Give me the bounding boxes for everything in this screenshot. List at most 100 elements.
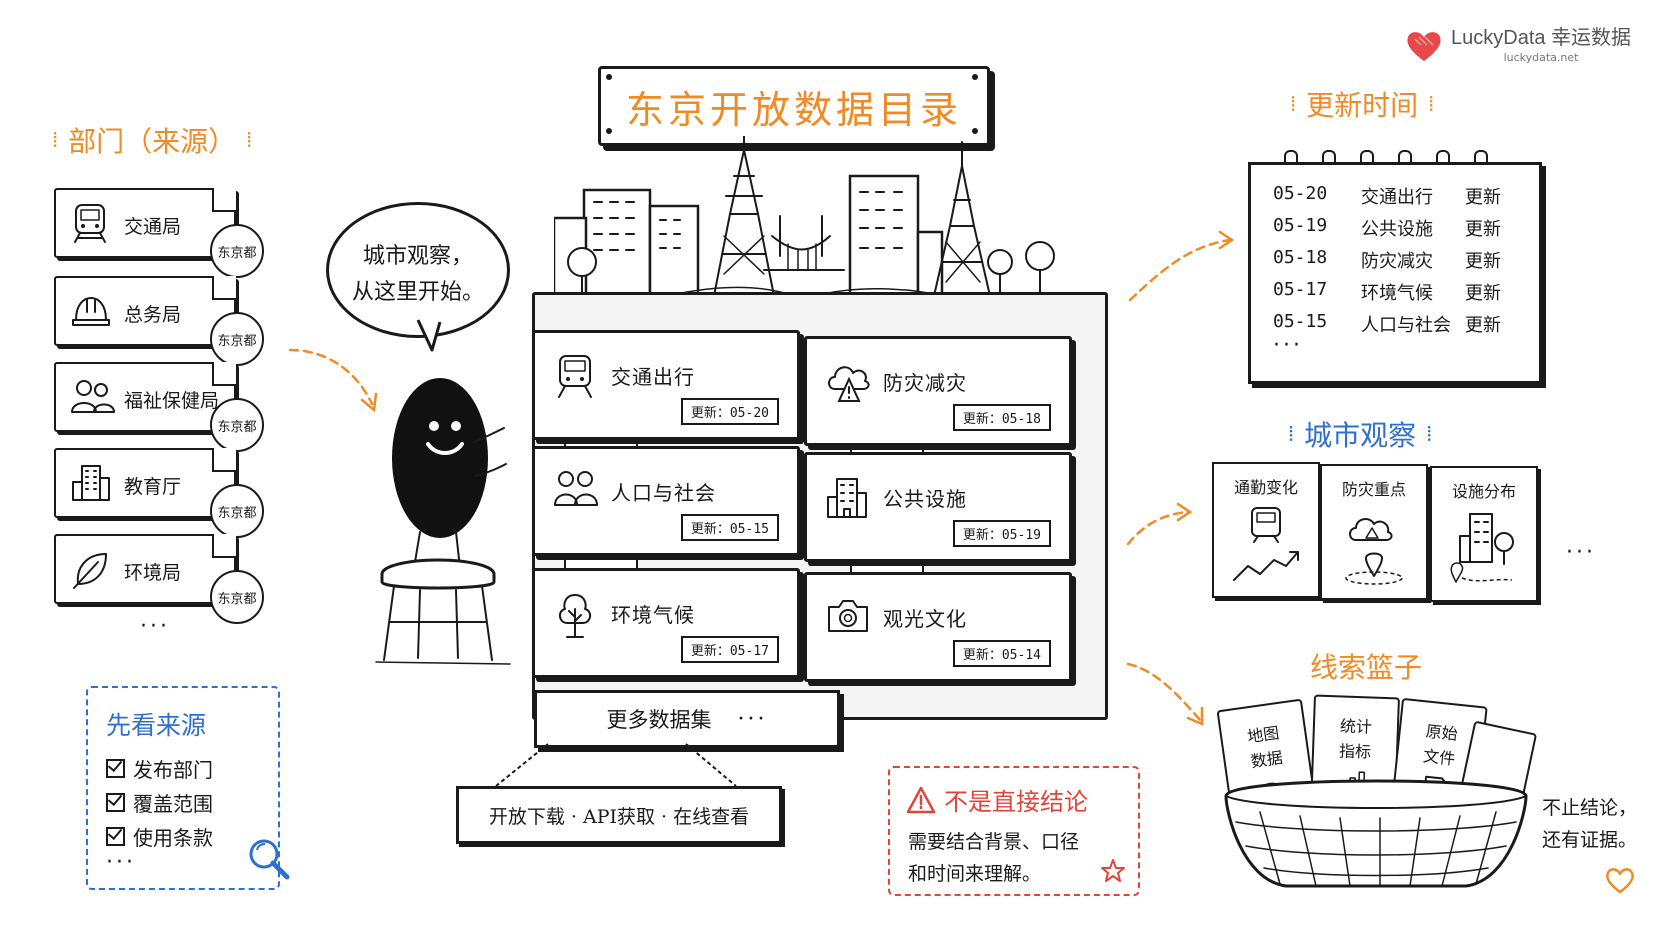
drawer-update: 更新：05-14 bbox=[952, 640, 1051, 667]
checklist-heading: 先看来源 bbox=[106, 711, 207, 740]
magnifier-icon bbox=[249, 839, 290, 880]
drawer-name: 人口与社会 bbox=[611, 481, 716, 505]
brand-logo: LuckyData 幸运数据 luckydata.net bbox=[1405, 28, 1631, 64]
city-skyline bbox=[554, 136, 1055, 304]
more-datasets-button[interactable]: 更多数据集 ··· bbox=[534, 690, 840, 748]
heart-logo-icon bbox=[1407, 32, 1441, 61]
spark-icon: ⁞ bbox=[246, 128, 253, 153]
drawer-name: 交通出行 bbox=[611, 365, 695, 389]
checklist-item[interactable]: 发布部门 bbox=[106, 754, 213, 783]
dept-card-environment[interactable]: 环境局 东京都 bbox=[54, 534, 264, 624]
leaf-icon bbox=[73, 553, 107, 589]
drawer-name: 防灾减灾 bbox=[883, 371, 967, 395]
nail-icon bbox=[972, 74, 978, 80]
drawer-name: 环境气候 bbox=[611, 603, 695, 627]
bubble-line: 从这里开始。 bbox=[351, 280, 484, 305]
dept-card-transport[interactable]: 交通局 东京都 bbox=[54, 188, 264, 278]
update-row[interactable]: 05-19 公共设施 更新 bbox=[1273, 215, 1501, 240]
dept-stamp: 东京都 bbox=[210, 224, 264, 278]
character-mascot bbox=[375, 378, 511, 665]
checklist-item[interactable]: 使用条款 bbox=[106, 822, 213, 851]
warning-heading: 不是直接结论 bbox=[944, 788, 1088, 816]
more-datasets-label: 更多数据集 bbox=[606, 708, 712, 732]
obs-title: 防灾重点 bbox=[1341, 480, 1406, 499]
heart-icon bbox=[1606, 868, 1634, 894]
cloud-alert-icon bbox=[828, 366, 870, 402]
cloud-pin-icon bbox=[1345, 518, 1403, 585]
spark-icon: ⁞ bbox=[1290, 92, 1297, 117]
title-board: 东京开放数据目录 bbox=[598, 66, 990, 146]
people-icon bbox=[554, 471, 598, 506]
train-icon bbox=[558, 355, 592, 398]
more-datasets-dots: ··· bbox=[737, 706, 768, 732]
dept-name: 环境局 bbox=[124, 562, 182, 584]
checklist-more: ··· bbox=[106, 850, 136, 875]
dashed-arrow-icon bbox=[288, 348, 378, 413]
drawer-update: 更新：05-17 bbox=[680, 636, 779, 663]
dept-card-education[interactable]: 教育厅 东京都 bbox=[54, 448, 264, 538]
source-checklist: 先看来源 发布部门 覆盖范围 使用条款 ··· bbox=[86, 686, 280, 890]
tree-icon bbox=[559, 594, 591, 638]
dashed-arrow-icon bbox=[1126, 662, 1204, 726]
building-icon bbox=[72, 465, 110, 501]
dept-name: 福祉保健局 bbox=[124, 390, 220, 412]
train-trend-icon bbox=[1233, 507, 1299, 581]
drawer-facilities[interactable]: 公共设施 更新：05-19 bbox=[804, 452, 1072, 562]
update-row[interactable]: 05-17 环境气候 更新 bbox=[1273, 279, 1501, 304]
drawer-culture[interactable]: 观光文化 更新：05-14 bbox=[804, 572, 1072, 682]
obs-card-disaster[interactable]: 防灾重点 bbox=[1320, 464, 1428, 600]
update-row[interactable]: 05-15 人口与社会 更新 bbox=[1273, 311, 1501, 336]
building-pin-icon bbox=[1450, 513, 1514, 583]
nail-icon bbox=[972, 128, 978, 134]
updates-more: ··· bbox=[1273, 333, 1303, 358]
dept-stamp: 东京都 bbox=[210, 484, 264, 538]
dept-name: 教育厅 bbox=[124, 476, 182, 498]
obs-card-facilities[interactable]: 设施分布 bbox=[1430, 466, 1538, 602]
obs-card-commute[interactable]: 通勤变化 bbox=[1212, 462, 1320, 598]
observation-more: ··· bbox=[1566, 540, 1596, 565]
hardhat-icon bbox=[72, 297, 110, 326]
access-methods-sign: 开放下载 · API获取 · 在线查看 bbox=[456, 786, 782, 844]
obs-title: 通勤变化 bbox=[1233, 478, 1298, 497]
brand-name-cn: 幸运数据 bbox=[1551, 27, 1632, 49]
checkbox-icon bbox=[106, 759, 125, 778]
dept-stamp: 东京都 bbox=[210, 312, 264, 366]
departments-heading: ⁞ 部门（来源） ⁞ bbox=[52, 125, 253, 158]
dashed-arrow-icon bbox=[1128, 230, 1235, 302]
departments-more: ··· bbox=[140, 614, 170, 639]
warning-line: 需要结合背景、口径 bbox=[908, 831, 1080, 853]
dept-card-general-affairs[interactable]: 总务局 东京都 bbox=[54, 276, 264, 366]
camera-icon bbox=[828, 600, 868, 632]
spark-icon: ⁞ bbox=[1428, 92, 1435, 117]
nail-icon bbox=[606, 74, 612, 80]
drawer-update: 更新：05-19 bbox=[952, 520, 1051, 547]
brand-name: LuckyData bbox=[1451, 27, 1546, 49]
drawer-disaster[interactable]: 防灾减灾 更新：05-18 bbox=[804, 336, 1072, 446]
update-row[interactable]: 05-18 防灾减灾 更新 bbox=[1273, 247, 1501, 272]
spark-icon: ⁞ bbox=[52, 128, 59, 153]
drawer-environment[interactable]: 环境气候 更新：05-17 bbox=[532, 568, 800, 678]
chain-icon bbox=[495, 743, 737, 787]
building-icon bbox=[827, 478, 867, 518]
dept-name: 总务局 bbox=[124, 304, 182, 326]
checklist-item[interactable]: 覆盖范围 bbox=[106, 788, 213, 817]
dept-stamp: 东京都 bbox=[210, 570, 264, 624]
drawer-transport[interactable]: 交通出行 更新：05-20 bbox=[532, 330, 800, 440]
drawer-population[interactable]: 人口与社会 更新：05-15 bbox=[532, 446, 800, 556]
checkbox-icon bbox=[106, 793, 125, 812]
drawer-name: 观光文化 bbox=[883, 607, 967, 631]
spark-icon: ⁞ bbox=[1426, 422, 1433, 447]
bubble-tail-icon bbox=[416, 319, 442, 352]
train-icon bbox=[74, 204, 106, 243]
dept-card-welfare[interactable]: 福祉保健局 东京都 bbox=[54, 362, 264, 452]
basket-icon bbox=[1224, 779, 1528, 888]
drawer-update: 更新：05-15 bbox=[680, 514, 779, 541]
update-row[interactable]: 05-20 交通出行 更新 bbox=[1273, 183, 1501, 208]
bubble-line: 城市观察， bbox=[362, 244, 473, 269]
star-icon bbox=[1101, 859, 1125, 882]
updates-heading: ⁞ 更新时间 ⁞ bbox=[1290, 89, 1435, 122]
checkbox-icon bbox=[106, 827, 125, 846]
drawer-name: 公共设施 bbox=[883, 487, 967, 511]
observation-heading: ⁞ 城市观察 ⁞ bbox=[1288, 419, 1433, 452]
drawer-update: 更新：05-20 bbox=[680, 398, 779, 425]
